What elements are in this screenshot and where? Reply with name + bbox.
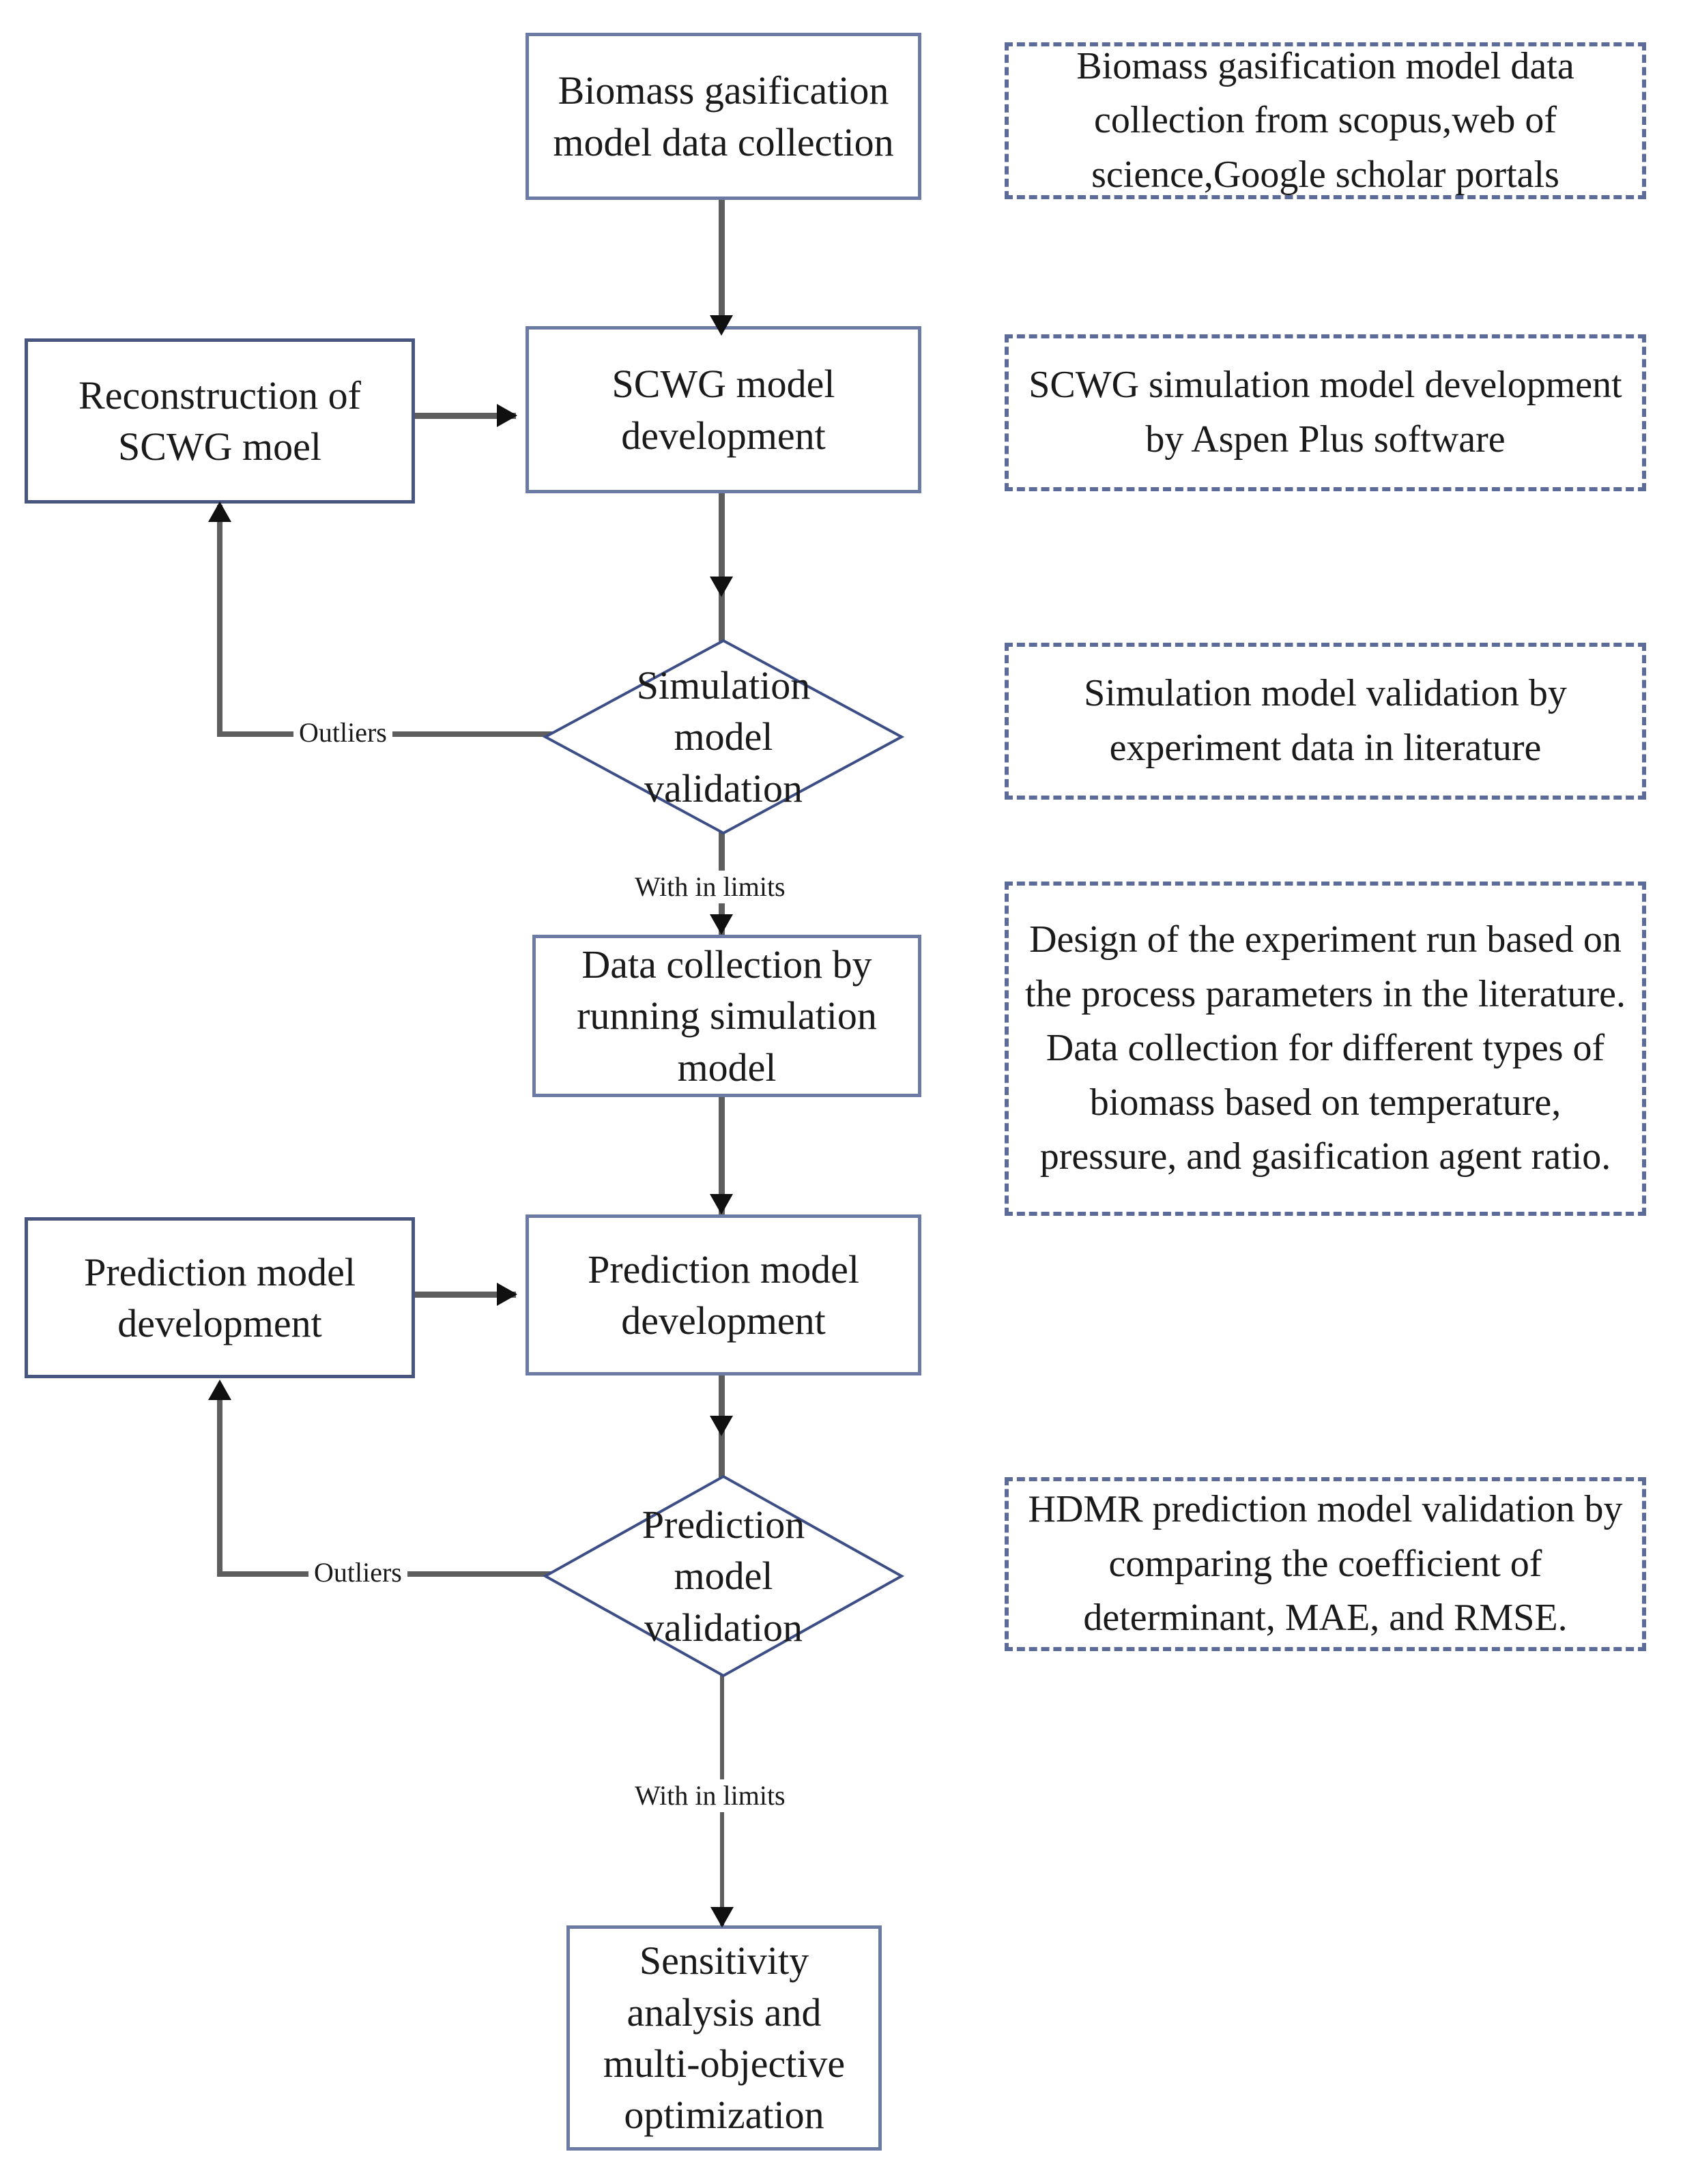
- node-data-collection-simulation[interactable]: Data collection by running simulation mo…: [532, 935, 921, 1097]
- node-biomass-data-collection[interactable]: Biomass gasification model data collecti…: [526, 33, 921, 200]
- note-text: Design of the experiment run based on th…: [1024, 918, 1626, 1178]
- edge-label-outliers-prediction: Outliers: [308, 1556, 407, 1589]
- node-simulation-model-validation[interactable]: Simulation model validation: [542, 638, 905, 836]
- arrowhead-prediction-to-sensitivity: [710, 1907, 734, 1927]
- connector-prediction-outliers-horizontal: [217, 1571, 635, 1577]
- connector-simulation-outliers-horizontal: [217, 731, 635, 737]
- node-label: SCWG model development: [611, 362, 835, 458]
- node-label: Biomass gasification model data collecti…: [553, 68, 894, 164]
- diamond-shape: [542, 639, 905, 835]
- arrowhead-data-collection-to-prediction: [710, 1194, 733, 1214]
- edge-label-within-limits-prediction: With in limits: [629, 1779, 791, 1812]
- arrowhead-outliers-to-prediction-left: [208, 1380, 231, 1400]
- node-prediction-model-validation[interactable]: Prediction model validation: [542, 1474, 905, 1678]
- node-label: Prediction model development: [84, 1249, 356, 1345]
- connector-prediction-left-to-main: [412, 1292, 516, 1298]
- edge-label-within-limits-simulation: With in limits: [629, 871, 791, 903]
- note-hdmr-validation: HDMR prediction model validation by comp…: [1005, 1477, 1646, 1651]
- arrowhead-prediction-left-to-main: [497, 1283, 517, 1306]
- node-label: Data collection by running simulation mo…: [577, 942, 877, 1090]
- note-text: Biomass gasification model data collecti…: [1076, 44, 1574, 196]
- note-scwg-development: SCWG simulation model development by Asp…: [1005, 334, 1646, 491]
- connector-reconstruction-to-scwg: [412, 413, 516, 419]
- note-text: HDMR prediction model validation by comp…: [1028, 1488, 1623, 1640]
- arrowhead-simulation-to-data-collection: [710, 914, 733, 935]
- arrowhead-outliers-to-reconstruction: [208, 501, 231, 522]
- arrowhead-prediction-to-validation: [710, 1416, 733, 1436]
- diamond-shape: [542, 1474, 905, 1678]
- arrowhead-biomass-to-scwg: [710, 315, 733, 336]
- node-prediction-model-development-left[interactable]: Prediction model development: [25, 1217, 415, 1378]
- node-label: Sensitivity analysis and multi-objective…: [603, 1938, 846, 2138]
- connector-scwg-to-simulation-validation: [719, 491, 725, 641]
- note-simulation-validation: Simulation model validation by experimen…: [1005, 643, 1646, 800]
- connector-data-collection-to-prediction: [719, 1094, 725, 1217]
- arrowhead-reconstruction-to-scwg: [497, 404, 517, 427]
- edge-label-outliers-simulation: Outliers: [293, 716, 392, 749]
- connector-simulation-to-data-collection: [719, 805, 725, 935]
- node-label: Reconstruction of SCWG moel: [78, 373, 361, 469]
- node-label: Prediction model development: [588, 1247, 859, 1343]
- connector-simulation-outliers-vertical: [217, 505, 222, 734]
- connector-biomass-to-scwg: [719, 199, 725, 325]
- node-sensitivity-optimization[interactable]: Sensitivity analysis and multi-objective…: [566, 1925, 882, 2151]
- note-text: Simulation model validation by experimen…: [1084, 672, 1567, 769]
- node-scwg-model-development[interactable]: SCWG model development: [526, 326, 921, 493]
- note-text: SCWG simulation model development by Asp…: [1028, 364, 1622, 461]
- node-reconstruction-scwg[interactable]: Reconstruction of SCWG moel: [25, 338, 415, 504]
- note-data-collection: Biomass gasification model data collecti…: [1005, 42, 1646, 199]
- connector-prediction-outliers-vertical: [217, 1385, 222, 1574]
- arrowhead-scwg-to-simulation-validation: [710, 577, 733, 597]
- note-doe-data-collection: Design of the experiment run based on th…: [1005, 882, 1646, 1216]
- node-prediction-model-development-main[interactable]: Prediction model development: [526, 1214, 921, 1375]
